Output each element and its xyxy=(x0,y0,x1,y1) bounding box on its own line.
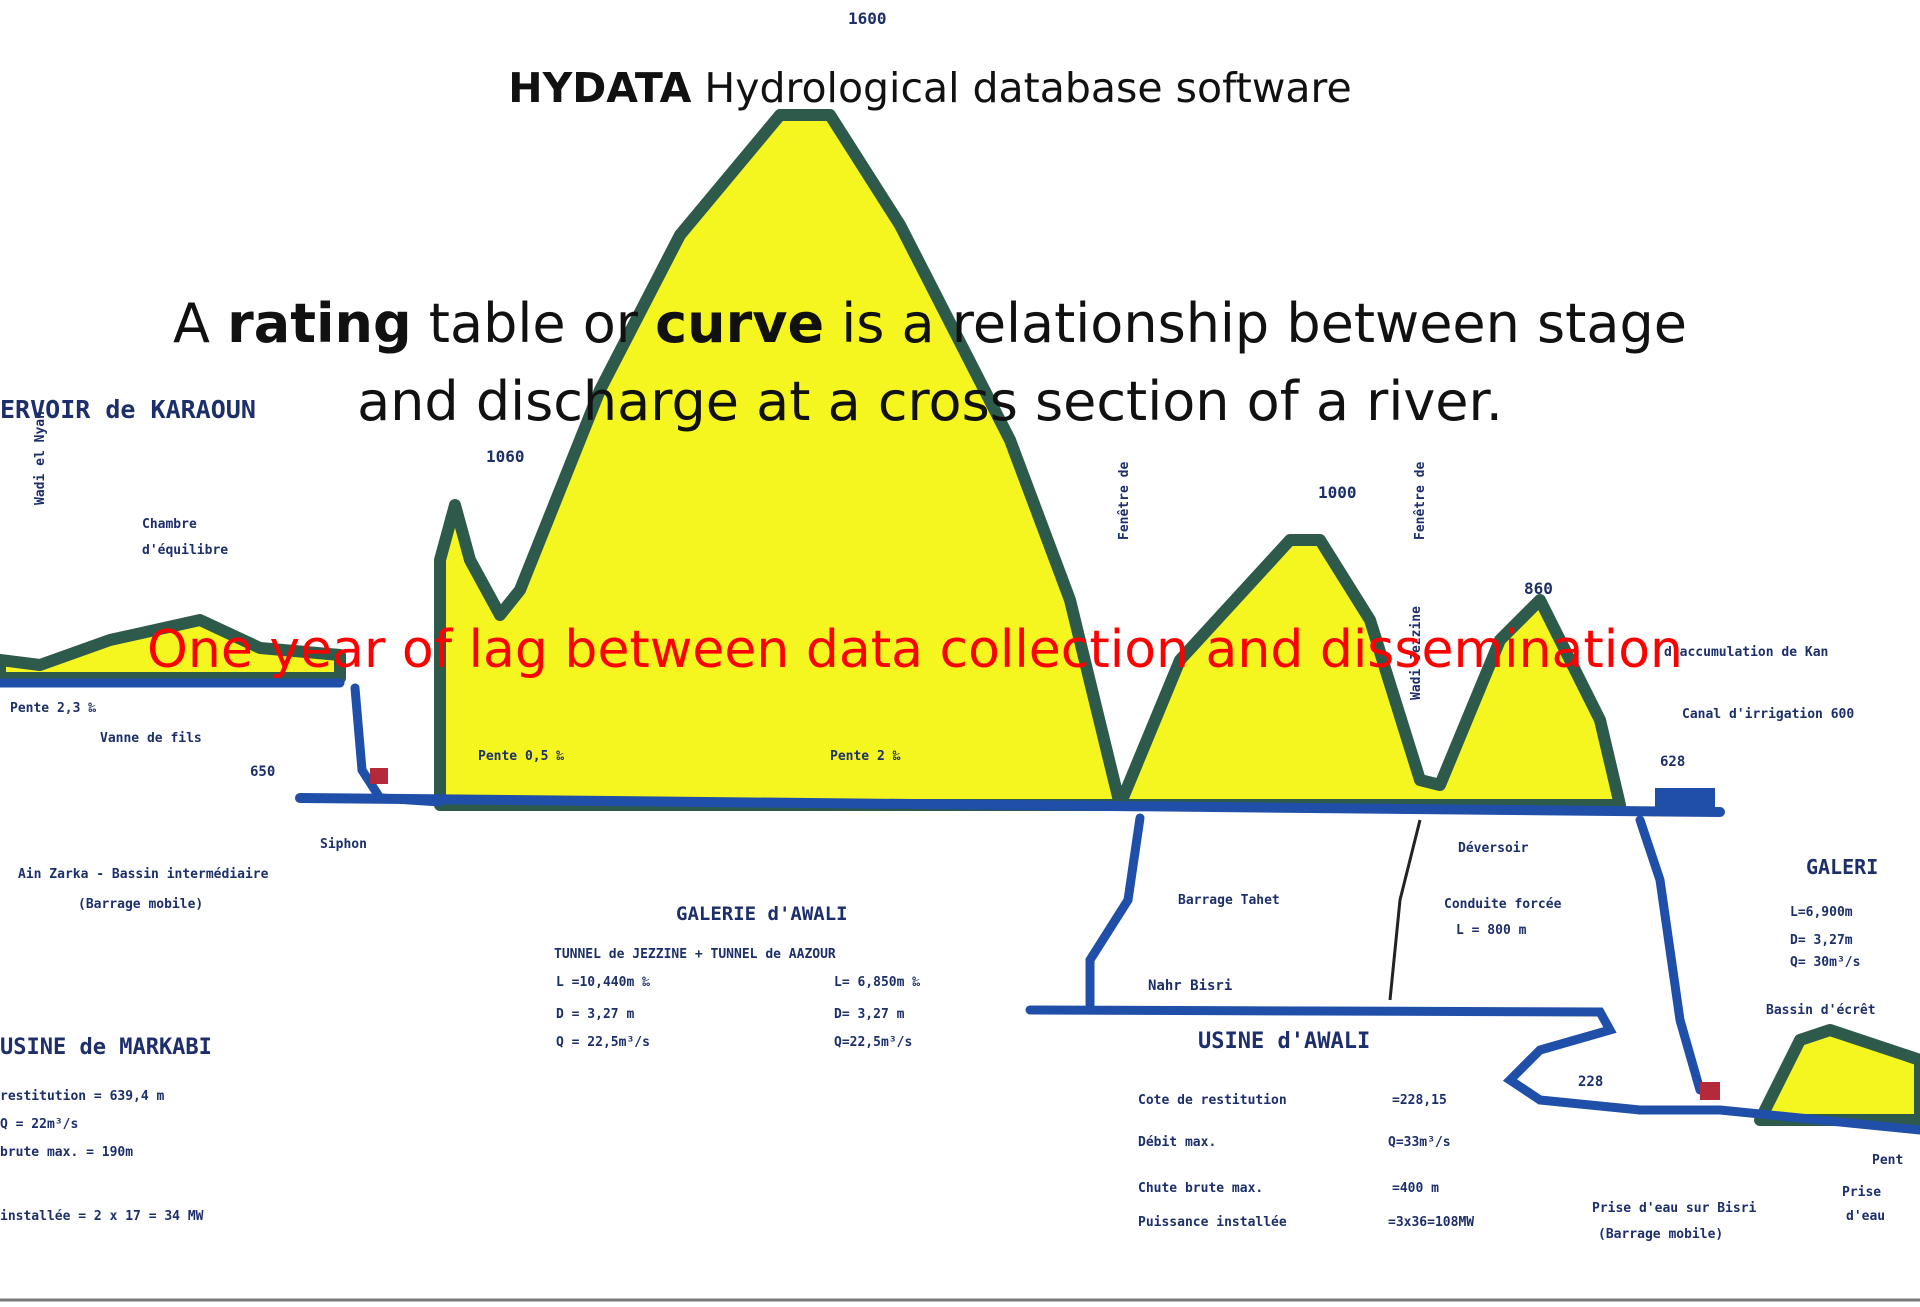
elev-650-label: 650 xyxy=(250,764,275,780)
prise-bisri-label-1: Prise d'eau sur Bisri xyxy=(1592,1201,1757,1216)
ain-zarka-label: Ain Zarka - Bassin intermédiaire xyxy=(18,867,269,882)
statement-bold-rating: rating xyxy=(227,292,412,355)
galerie-awali-label: GALERIE d'AWALI xyxy=(676,903,848,925)
markabi-spec-3: brute max. = 190m xyxy=(0,1145,133,1160)
awali-spec-value-3: =400 m xyxy=(1392,1181,1439,1196)
prise-right-label-1: Prise xyxy=(1842,1185,1881,1200)
pente-right-label: Pent xyxy=(1872,1153,1903,1168)
accumulation-label: d'accumulation de Kan xyxy=(1664,645,1828,660)
lag-callout: One year of lag between data collection … xyxy=(146,620,1684,680)
prise-bisri-label-2: (Barrage mobile) xyxy=(1598,1227,1723,1242)
left-ridge-terrain xyxy=(0,614,346,684)
barrage-mobile-1-label: (Barrage mobile) xyxy=(78,897,203,912)
awali-spec-label-2: Débit max. xyxy=(1138,1135,1216,1150)
markabi-spec-2: Q = 22m³/s xyxy=(0,1117,78,1132)
statement-part-2: table or xyxy=(411,292,656,355)
penstock xyxy=(1635,815,1705,1095)
chamber-label-1: Chambre xyxy=(142,517,197,532)
galerie-right-label: GALERI xyxy=(1806,855,1878,879)
slide-title: HYDATA Hydrological database software xyxy=(0,64,1860,112)
awali-spec-label-3: Chute brute max. xyxy=(1138,1181,1263,1196)
awali-spec-value-4: =3x36=108MW xyxy=(1388,1215,1474,1230)
conduite-label-2: L = 800 m xyxy=(1456,923,1527,938)
awali-spec-label-1: Cote de restitution xyxy=(1138,1093,1287,1108)
awali-spec-value-2: Q=33m³/s xyxy=(1388,1135,1451,1150)
nahr-bisri-label: Nahr Bisri xyxy=(1148,978,1232,994)
markabi-spec-1: restitution = 639,4 m xyxy=(0,1089,165,1104)
galerie-right-spec-3: Q= 30m³/s xyxy=(1790,955,1860,970)
fault-line-1 xyxy=(1388,819,1422,1001)
galerie-right-spec-1: L=6,900m xyxy=(1790,905,1853,920)
usine-markabi-label: USINE de MARKABI xyxy=(0,1035,212,1060)
tunnel-spec-left-1: L =10,440m ‰ xyxy=(556,975,650,990)
markabi-spec-4: installée = 2 x 17 = 34 MW xyxy=(0,1209,204,1224)
statement-part-1: A xyxy=(173,292,228,355)
main-mountain-terrain xyxy=(434,109,1126,811)
peak-860-label: 860 xyxy=(1524,579,1553,598)
tunnel-spec-left-2: D = 3,27 m xyxy=(556,1007,634,1022)
elev-628-label: 628 xyxy=(1660,754,1685,770)
rating-curve-statement: A rating table or curve is a relationshi… xyxy=(160,285,1700,441)
fenetre-right-label: Fenêtre de xyxy=(1413,462,1428,540)
reservoir-label: ERVOIR de KARAOUN xyxy=(0,395,256,424)
tunnel-spec-right-1: L= 6,850m ‰ xyxy=(834,975,920,990)
usine-awali-label: USINE d'AWALI xyxy=(1198,1029,1370,1054)
valve-label: Vanne de fils xyxy=(100,731,202,746)
wadi-jezzine-label: Wadi Jezzine xyxy=(1409,606,1424,700)
chamber-label-2: d'équilibre xyxy=(142,543,228,558)
peak-1600-label: 1600 xyxy=(848,9,887,28)
slope-left-label: Pente 2,3 ‰ xyxy=(10,701,96,716)
mid-shaft xyxy=(1085,813,1145,1010)
left-drop-shaft xyxy=(350,683,445,807)
right-hill-2-terrain xyxy=(1754,1024,1920,1126)
power-station-box xyxy=(1700,1082,1720,1100)
tunnel-spec-left-3: Q = 22,5m³/s xyxy=(556,1035,650,1050)
tunnel-spec-right-3: Q=22,5m³/s xyxy=(834,1035,912,1050)
peak-1060-label: 1060 xyxy=(486,447,525,466)
barrage-tahet-label: Barrage Tahet xyxy=(1178,893,1280,908)
title-rest: Hydrological database software xyxy=(691,64,1352,112)
right-hill-1-terrain xyxy=(1114,534,1626,811)
statement-part-3: is a relationship between stage xyxy=(824,292,1687,355)
nahr-bisri-channel xyxy=(1025,1005,1920,1135)
prise-right-label-2: d'eau xyxy=(1846,1209,1885,1224)
slope-2-label: Pente 2 ‰ xyxy=(830,749,901,764)
main-tunnel xyxy=(295,793,1725,817)
fenetre-mid-label: Fenêtre de xyxy=(1117,462,1132,540)
peak-1000-label: 1000 xyxy=(1318,483,1357,502)
statement-bold-curve: curve xyxy=(655,292,825,355)
siphon-structure xyxy=(370,768,388,784)
siphon-label: Siphon xyxy=(320,837,367,852)
elev-228-label: 228 xyxy=(1578,1074,1603,1090)
conduite-label-1: Conduite forcée xyxy=(1444,897,1562,912)
galerie-right-spec-2: D= 3,27m xyxy=(1790,933,1853,948)
title-bold: HYDATA xyxy=(508,64,692,112)
deversoir-label: Déversoir xyxy=(1458,841,1529,856)
slope-1-label: Pente 0,5 ‰ xyxy=(478,749,564,764)
statement-line-2: and discharge at a cross section of a ri… xyxy=(357,370,1503,433)
canal-label: Canal d'irrigation 600 xyxy=(1682,707,1854,722)
bassin-label: Bassin d'écrêt xyxy=(1766,1003,1876,1018)
awali-spec-label-4: Puissance installée xyxy=(1138,1215,1287,1230)
wadi-el-nyan-label: Wadi el Nyan xyxy=(33,411,48,505)
awali-spec-value-1: =228,15 xyxy=(1392,1093,1447,1108)
tunnel-spec-right-2: D= 3,27 m xyxy=(834,1007,905,1022)
right-basin-structure xyxy=(1655,788,1715,810)
tunnels-label: TUNNEL de JEZZINE + TUNNEL de AAZOUR xyxy=(554,947,836,962)
